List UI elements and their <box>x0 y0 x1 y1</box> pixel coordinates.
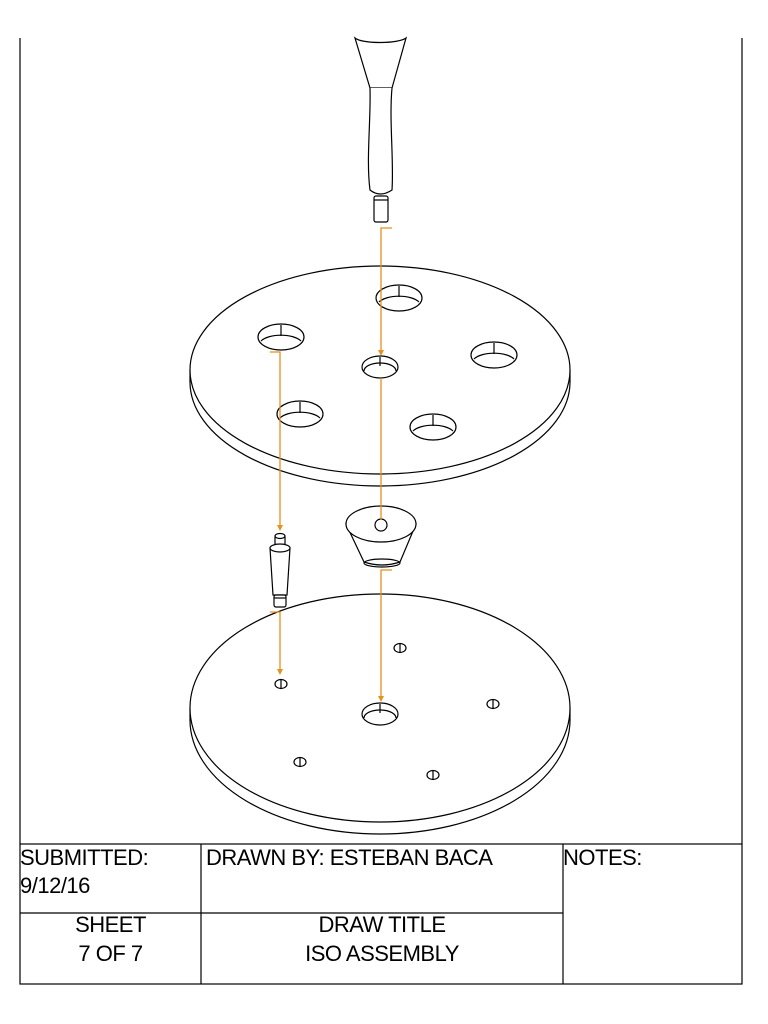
sheet-border <box>19 38 743 844</box>
path-handle-to-top-plate <box>380 227 392 354</box>
sheet-label: SHEET <box>75 912 146 937</box>
notes-label: NOTES: <box>563 845 642 870</box>
small-peg <box>269 532 291 608</box>
bottom-plate-holes <box>274 642 500 781</box>
top-plate <box>189 265 571 487</box>
draw-title-value: ISO ASSEMBLY <box>305 941 459 966</box>
title-block-grid <box>19 843 743 985</box>
bottom-plate <box>189 593 571 835</box>
top-plate-holes <box>257 284 518 441</box>
drawn-by: DRAWN BY: ESTEBAN BACA <box>206 845 493 870</box>
assembly-paths <box>270 227 392 702</box>
center-cone <box>345 505 417 568</box>
path-cone-to-bottom-plate <box>380 569 392 700</box>
upper-handle <box>353 36 408 223</box>
sheet-value: 7 OF 7 <box>78 941 143 966</box>
path-top-hole-to-peg <box>270 351 281 528</box>
draw-title-label: DRAW TITLE <box>318 912 446 937</box>
submitted-date: 9/12/16 <box>20 873 90 898</box>
path-peg-to-bottom-plate <box>270 611 281 672</box>
submitted-label: SUBMITTED: <box>20 845 149 870</box>
